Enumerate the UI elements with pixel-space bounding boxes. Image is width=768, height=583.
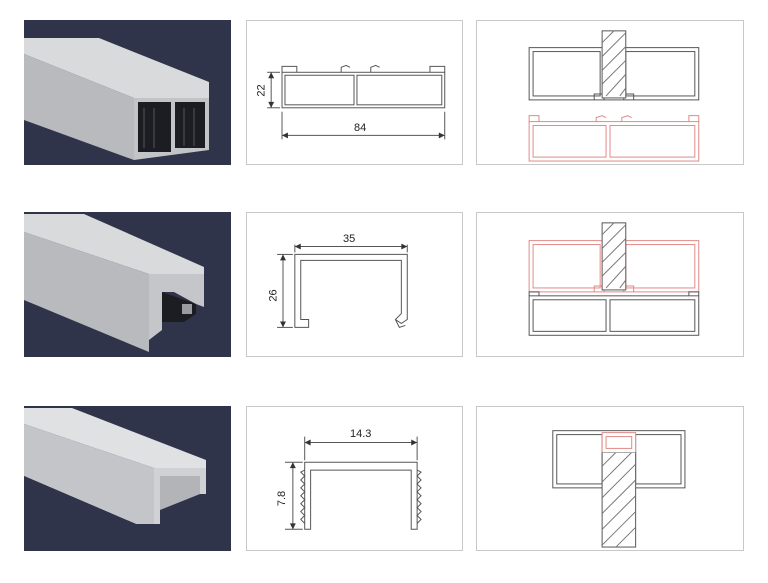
profile-photo-3 xyxy=(24,406,231,551)
installation-drawing-2 xyxy=(476,212,744,357)
dimension-drawing-3: 14.3 7.8 xyxy=(246,406,463,551)
width-dimension-label: 84 xyxy=(354,122,367,134)
installation-section-drawing xyxy=(552,430,686,548)
profile-section-drawing xyxy=(277,243,408,329)
installation-drawing-3 xyxy=(476,406,744,551)
profile-photo-1 xyxy=(24,20,231,165)
installation-section-drawing xyxy=(528,222,700,336)
installation-drawing-1 xyxy=(476,20,744,165)
dimension-drawing-1: 22 84 xyxy=(246,20,463,165)
profile-section-drawing xyxy=(267,64,446,140)
height-dimension-label: 26 xyxy=(267,289,280,302)
height-dimension-label: 7.8 xyxy=(276,490,289,507)
aluminum-profile-image xyxy=(24,408,206,551)
profile-section-drawing xyxy=(284,436,422,530)
installation-section-drawing xyxy=(528,30,700,162)
width-dimension-label: 14.3 xyxy=(350,428,372,440)
height-dimension-label: 22 xyxy=(255,84,268,97)
aluminum-profile-image xyxy=(24,38,209,160)
profile-photo-2 xyxy=(24,212,231,357)
dimension-drawing-2: 35 26 xyxy=(246,212,463,357)
aluminum-profile-image xyxy=(24,214,204,352)
width-dimension-label: 35 xyxy=(343,233,356,245)
